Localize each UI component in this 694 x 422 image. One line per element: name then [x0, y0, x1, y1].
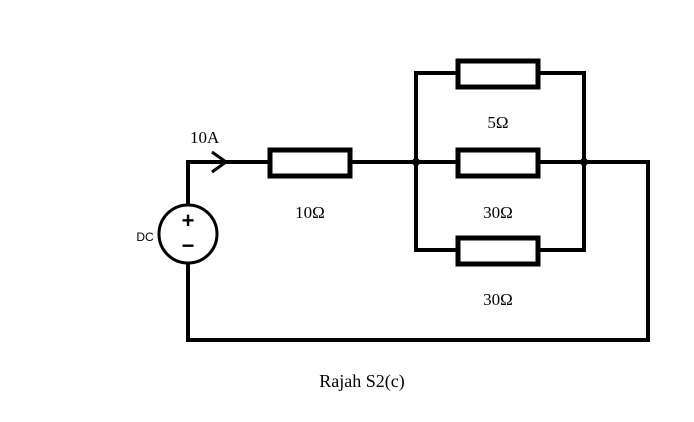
current-arrow-icon — [211, 150, 229, 174]
resistor-series — [267, 147, 353, 179]
dc-source: + − DC — [136, 203, 219, 265]
current-label: 10A — [190, 128, 220, 147]
dc-source-label: DC — [136, 230, 154, 244]
junction-left — [412, 158, 420, 166]
dc-source-circle — [157, 203, 219, 265]
wires — [186, 71, 650, 342]
resistor-parallel-middle — [455, 147, 541, 179]
dc-plus-sign: + — [182, 208, 195, 233]
resistor-parallel-top — [455, 58, 541, 90]
dc-minus-sign: − — [182, 233, 195, 258]
figure-caption: Rajah S2(c) — [319, 371, 404, 392]
junction-right — [580, 158, 588, 166]
resistor-series-label: 10Ω — [295, 203, 325, 222]
resistor-parallel-bottom — [455, 235, 541, 267]
resistor-parallel-middle-label: 30Ω — [483, 203, 513, 222]
resistor-parallel-top-label: 5Ω — [487, 113, 508, 132]
resistor-parallel-bottom-label: 30Ω — [483, 290, 513, 309]
